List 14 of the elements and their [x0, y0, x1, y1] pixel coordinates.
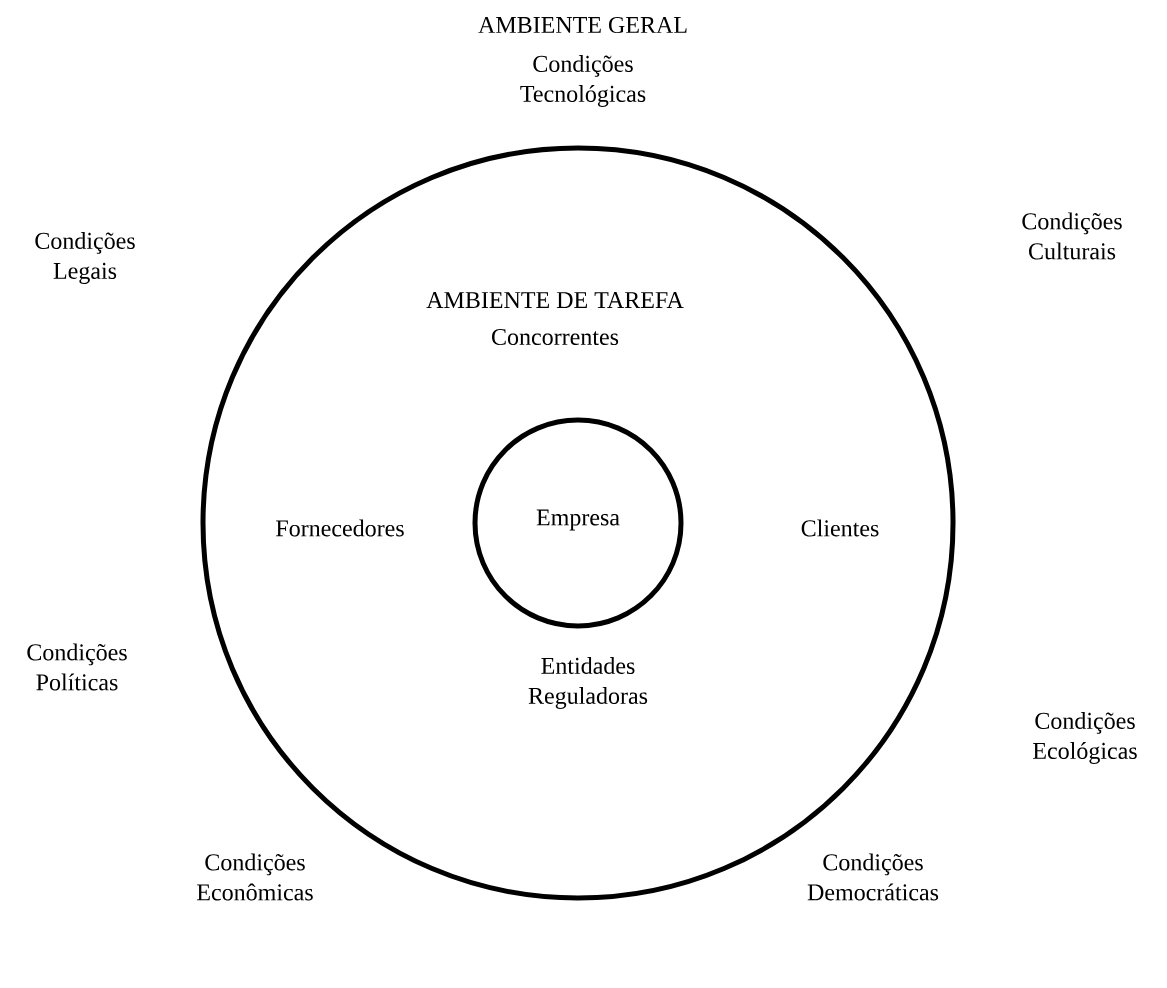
factor-label: Condições Legais	[35, 232, 135, 284]
heading-label: AMBIENTE GERAL	[478, 16, 687, 34]
factor-label: Condições Ecológicas	[1033, 712, 1137, 764]
circle-label: Clientes	[801, 519, 879, 537]
factor-label: Condições Políticas	[27, 643, 127, 691]
factor-label: Condições Democráticas	[807, 853, 939, 901]
factor-label: Condições Econômicas	[197, 853, 313, 901]
circle-label: Fornecedores	[276, 519, 404, 537]
circle-label: Concorrentes	[492, 328, 619, 346]
circle-label: Entidades Reguladoras	[528, 657, 648, 709]
circle-heading: AMBIENTE DE TAREFA	[426, 292, 684, 308]
factor-label: Condições Culturais	[1022, 212, 1122, 260]
factor-label: Condições Tecnológicas	[520, 55, 646, 107]
circle-label: Empresa	[536, 509, 620, 531]
